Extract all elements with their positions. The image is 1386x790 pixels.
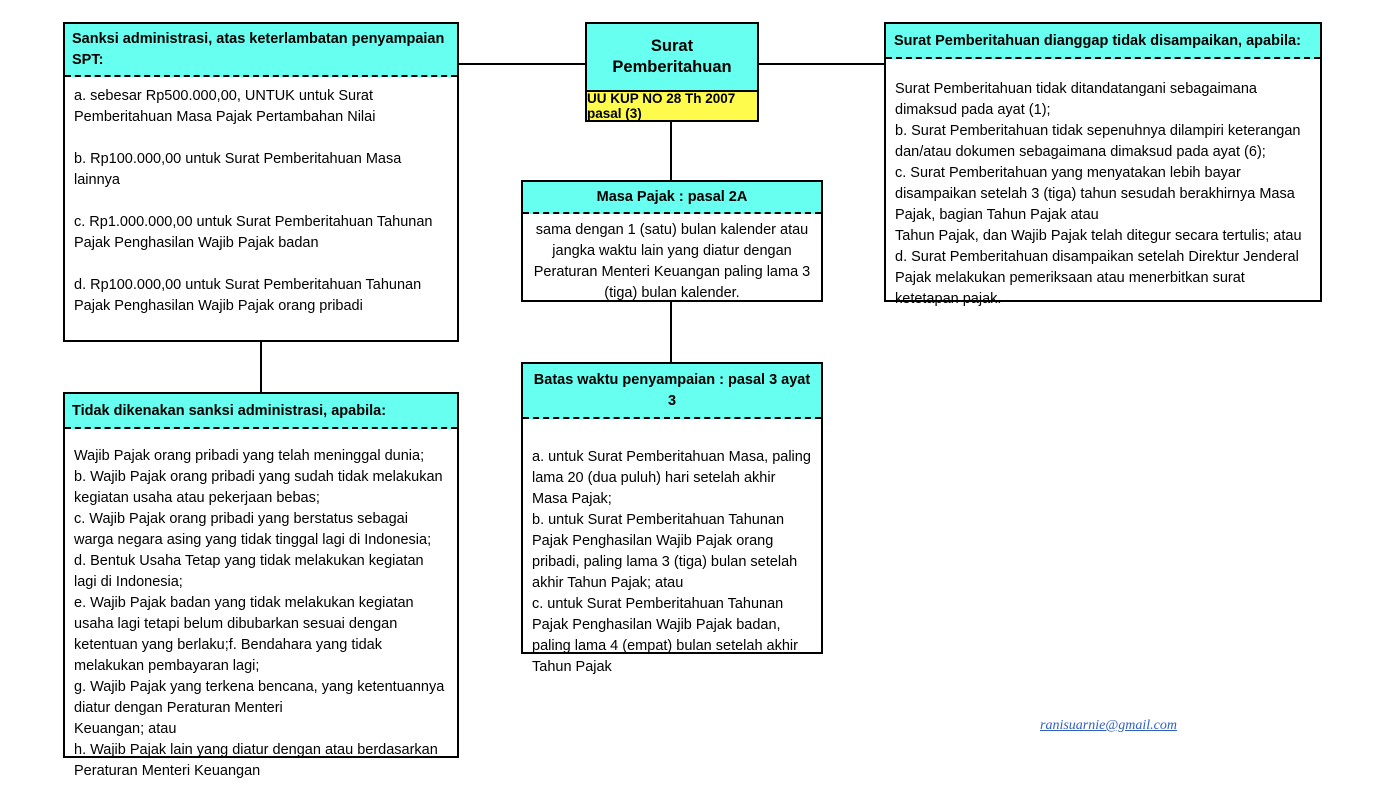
box-sanksi-administrasi-header: Sanksi administrasi, atas keterlambatan …: [65, 24, 457, 78]
box-dianggap-tidak-disampaikan: Surat Pemberitahuan dianggap tidak disam…: [884, 22, 1322, 307]
connector-sanksi-to-tidak-sanksi: [260, 340, 262, 394]
node-surat-pemberitahuan: Surat Pemberitahuan UU KUP NO 28 Th 2007…: [585, 22, 759, 122]
box-sanksi-administrasi-body: a. sebesar Rp500.000,00, UNTUK untuk Sur…: [74, 88, 433, 315]
box-batas-waktu-penyampaian: Batas waktu penyampaian : pasal 3 ayat 3…: [521, 362, 823, 675]
box-sanksi-administrasi: Sanksi administrasi, atas keterlambatan …: [63, 22, 459, 342]
author-email-link[interactable]: ranisuarnie@gmail.com: [1040, 718, 1177, 733]
box-batas-waktu-penyampaian-header: Batas waktu penyampaian : pasal 3 ayat 3: [523, 364, 821, 420]
box-batas-waktu-penyampaian-body: a. untuk Surat Pemberitahuan Masa, palin…: [532, 449, 811, 676]
box-tidak-dikenakan-sanksi-body: Wajib Pajak orang pribadi yang telah men…: [74, 448, 445, 780]
box-masa-pajak: Masa Pajak : pasal 2A sama dengan 1 (sat…: [521, 180, 823, 302]
node-title-line-1: Surat: [650, 36, 694, 55]
box-masa-pajak-body: sama dengan 1 (satu) bulan kalender atau…: [533, 222, 811, 302]
connector-center-to-masa: [670, 120, 672, 182]
connector-sanksi-to-center: [459, 63, 587, 65]
box-tidak-dikenakan-sanksi: Tidak dikenakan sanksi administrasi, apa…: [63, 392, 459, 779]
box-masa-pajak-header: Masa Pajak : pasal 2A: [523, 182, 821, 215]
connector-masa-to-batas: [670, 300, 672, 364]
connector-center-to-dianggap: [757, 63, 886, 65]
box-tidak-dikenakan-sanksi-header: Tidak dikenakan sanksi administrasi, apa…: [65, 394, 457, 430]
node-surat-pemberitahuan-badge: UU KUP NO 28 Th 2007 pasal (3): [587, 91, 757, 121]
node-surat-pemberitahuan-title: Surat Pemberitahuan: [587, 24, 757, 92]
node-title-line-2: Pemberitahuan: [612, 58, 732, 76]
box-dianggap-tidak-disampaikan-body: Surat Pemberitahuan tidak ditandatangani…: [895, 81, 1302, 308]
box-dianggap-tidak-disampaikan-header: Surat Pemberitahuan dianggap tidak disam…: [886, 24, 1320, 60]
